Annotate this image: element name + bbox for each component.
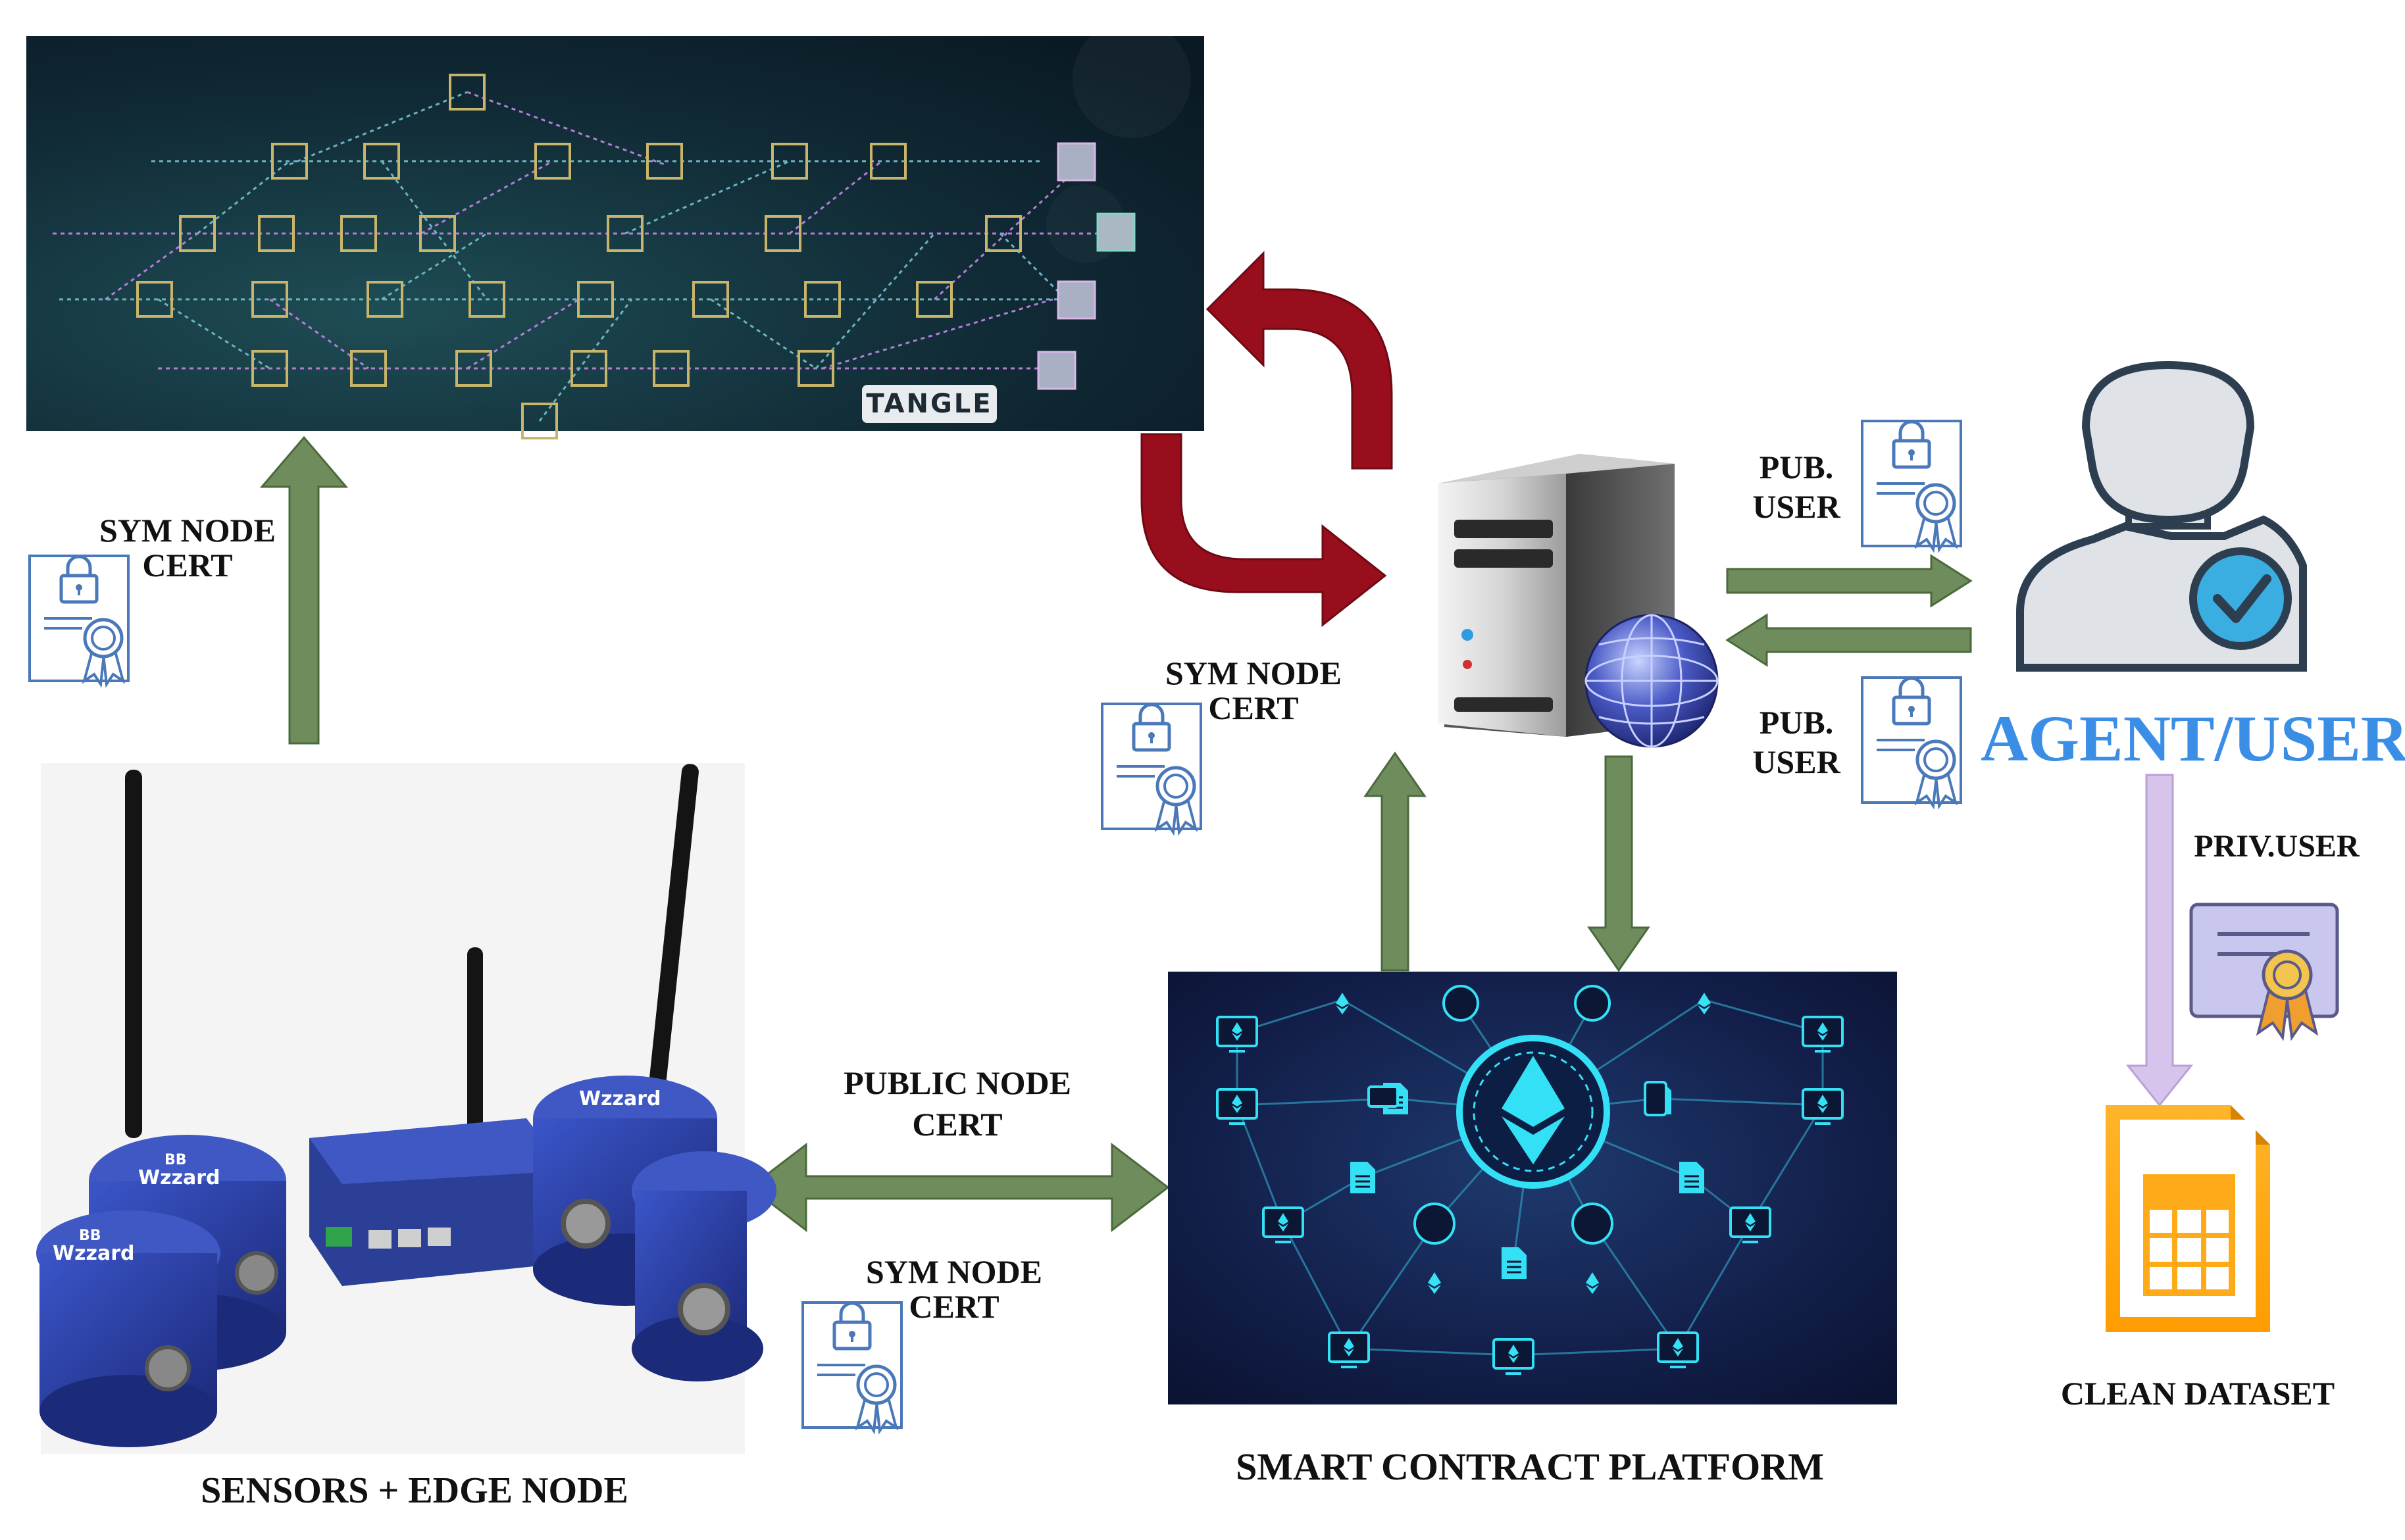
label-priv-user: PRIV.USER bbox=[2194, 829, 2360, 864]
ethereum-icon bbox=[1502, 1056, 1565, 1164]
label-clean-dataset: CLEAN DATASET bbox=[2060, 1375, 2335, 1412]
arrow-contract-to-server bbox=[1363, 751, 1427, 972]
device-brand-4: Wzzard bbox=[53, 1242, 135, 1265]
label-line: CERT bbox=[1208, 689, 1299, 726]
agent-user-title: AGENT/USER bbox=[1981, 702, 2405, 775]
spreadsheet-icon bbox=[2106, 1105, 2270, 1332]
device-brand-3: BB bbox=[79, 1228, 101, 1244]
red-arrow-tangle-to-server bbox=[1140, 433, 1387, 628]
red-arrow-server-to-tangle bbox=[1205, 251, 1393, 470]
tangle-panel bbox=[26, 20, 1204, 439]
arrow-server-to-contract bbox=[1587, 755, 1650, 972]
tangle-transactions bbox=[136, 74, 1136, 439]
label-line: CERT bbox=[909, 1287, 1000, 1325]
label-line: PUB. bbox=[1759, 704, 1834, 741]
certificate-icon-pub-top bbox=[1862, 421, 1961, 549]
sensors-edge-node-image: BB Wzzard BB Wzzard Wzzard bbox=[36, 763, 776, 1454]
tangle-badge: TANGLE bbox=[862, 385, 997, 423]
label-line: PUB. bbox=[1759, 449, 1834, 485]
arrow-sensors-to-tangle bbox=[259, 435, 349, 745]
label-line: USER bbox=[1752, 743, 1840, 780]
label-line: USER bbox=[1752, 488, 1840, 525]
device-brand-1: BB bbox=[165, 1152, 187, 1168]
user-check-icon bbox=[2016, 360, 2307, 672]
label-smart-contract-platform: SMART CONTRACT PLATFORM bbox=[1236, 1445, 1824, 1488]
label-sym-node-cert-bottom: SYM NODE CERT bbox=[859, 1254, 1050, 1324]
label-sensors-edge-node: SENSORS + EDGE NODE bbox=[201, 1470, 628, 1511]
arrow-server-to-user bbox=[1726, 554, 1973, 608]
label-line: SYM NODE bbox=[865, 1253, 1043, 1290]
arrow-user-to-server bbox=[1725, 613, 1972, 667]
label-line: SYM NODE bbox=[99, 512, 276, 549]
device-brand-5: Wzzard bbox=[579, 1087, 661, 1110]
private-certificate-icon bbox=[2189, 903, 2339, 1041]
label-line: CERT bbox=[912, 1105, 1003, 1143]
label-line: PUBLIC NODE bbox=[844, 1064, 1071, 1101]
label-sym-node-cert-mid: SYM NODE CERT bbox=[1158, 656, 1349, 725]
smart-contract-panel bbox=[1168, 972, 1897, 1404]
arrow-sensors-contract-bidirectional bbox=[748, 1142, 1170, 1233]
label-pub-user-bottom: PUB. USER bbox=[1740, 703, 1852, 782]
certificate-icon-pub-bottom bbox=[1862, 678, 1961, 806]
label-line: CERT bbox=[142, 546, 233, 584]
device-brand-2: Wzzard bbox=[138, 1166, 220, 1189]
label-pub-user-top: PUB. USER bbox=[1740, 447, 1852, 526]
arrow-user-to-dataset bbox=[2125, 774, 2194, 1107]
label-sym-node-cert-left: SYM NODE CERT bbox=[92, 513, 283, 582]
label-line: SYM NODE bbox=[1165, 655, 1342, 691]
globe-icon bbox=[1584, 614, 1719, 748]
label-public-node-cert: PUBLIC NODE CERT bbox=[823, 1062, 1092, 1145]
